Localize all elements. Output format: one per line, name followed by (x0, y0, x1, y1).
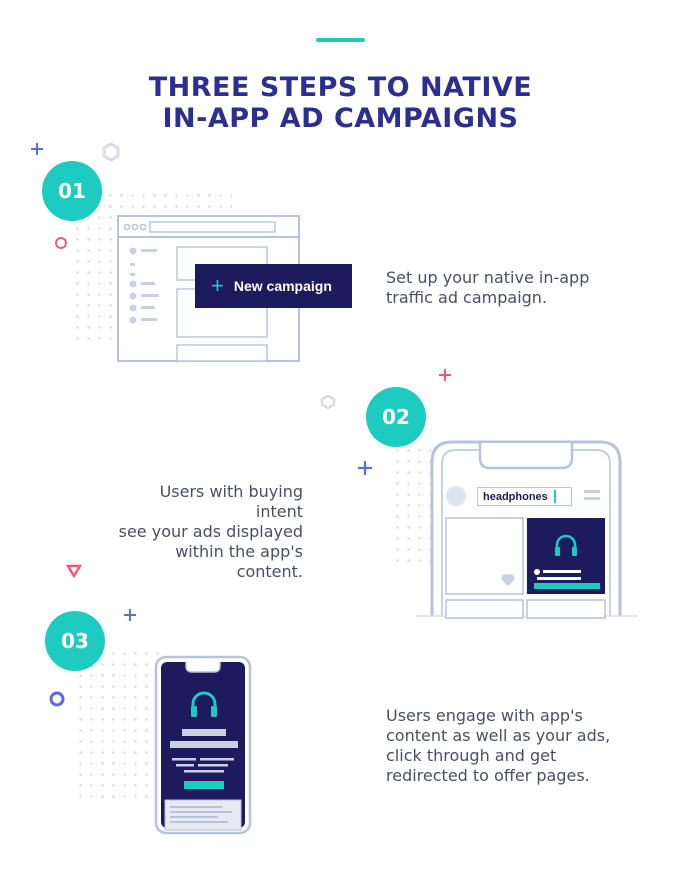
headphones-icon (191, 691, 217, 717)
step-description: Set up your native in-app traffic ad cam… (386, 268, 589, 308)
phone-ad-illustration (154, 655, 252, 835)
description-line: within the app's content. (175, 542, 303, 581)
search-input[interactable]: headphones (477, 487, 572, 506)
plus-deco-icon (124, 609, 136, 621)
hexagon-deco-icon (102, 142, 120, 162)
dot-grid (75, 648, 165, 800)
dot-grid (392, 445, 432, 570)
page-title-line1: THREE STEPS TO NATIVE (148, 72, 533, 103)
plus-deco-icon (31, 143, 43, 155)
text-caret (553, 490, 556, 503)
description-line: Set up your native in-app (386, 268, 590, 287)
headphones-icon (555, 534, 577, 556)
ring-deco-icon (49, 691, 65, 707)
new-campaign-label: New campaign (233, 278, 332, 294)
page-title-line2: IN-APP AD CAMPAIGNS (162, 103, 519, 134)
triangle-deco-icon (66, 564, 82, 579)
description-line: Users engage with app's (386, 706, 583, 725)
plus-deco-icon (439, 369, 451, 381)
plus-icon: + (211, 273, 224, 298)
plus-deco-icon (358, 461, 372, 475)
step-number-badge: 02 (366, 387, 426, 447)
description-line: redirected to offer pages. (386, 766, 590, 785)
description-line: click through and get (386, 746, 557, 765)
description-line: traffic ad campaign. (386, 288, 548, 307)
description-line: Users with buying intent (159, 482, 303, 521)
accent-bar (316, 38, 365, 42)
description-line: see your ads displayed (118, 522, 303, 541)
new-campaign-button[interactable]: + New campaign (195, 264, 352, 308)
step-number-badge: 01 (42, 161, 102, 221)
phone-app-illustration (416, 440, 638, 619)
search-value: headphones (483, 490, 548, 503)
step-number-badge: 03 (45, 611, 105, 671)
heart-icon (501, 574, 515, 586)
description-line: content as well as your ads, (386, 726, 611, 745)
hexagon-deco-icon (320, 394, 336, 410)
step-description: Users engage with app's content as well … (386, 706, 610, 786)
step-description: Users with buying intent see your ads di… (110, 482, 303, 582)
ring-deco-icon (55, 237, 67, 249)
